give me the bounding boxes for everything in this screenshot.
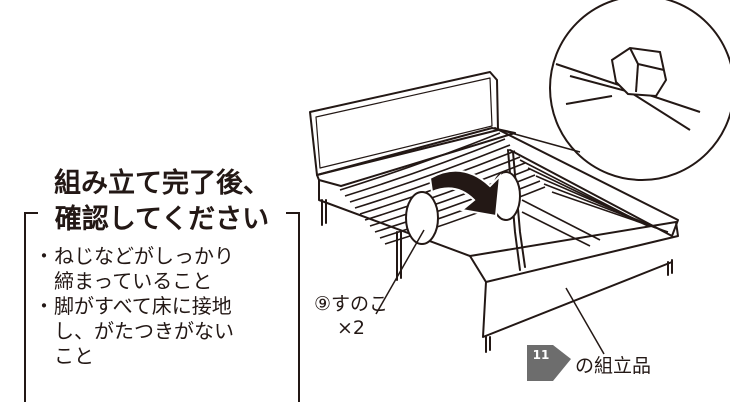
step-number: 11 xyxy=(532,348,550,362)
left-side-rail xyxy=(316,127,516,187)
slats xyxy=(339,132,669,247)
rotation-arrow xyxy=(428,169,502,218)
checklist-title-line2: 確認してください xyxy=(54,204,270,235)
checklist: ・ ねじなどがしっかり 締まっていること ・ 脚がすべて床に接地 し、がたつきが… xyxy=(34,244,294,369)
right-side-rail xyxy=(494,127,679,237)
magnified-joint xyxy=(555,46,701,131)
checklist-item-line: こと xyxy=(54,344,94,368)
checklist-item-line: し、がたつきがない xyxy=(54,319,234,343)
slats-callout-label: ⑨すのこ xyxy=(313,293,389,315)
checklist-item: ・ ねじなどがしっかり 締まっていること xyxy=(34,244,294,294)
bullet: ・ xyxy=(34,294,54,318)
headboard xyxy=(309,71,499,176)
slats-callout: ⑨すのこ ×2 xyxy=(306,292,396,340)
bullet: ・ xyxy=(34,244,54,268)
assembly-callout-label: の組立品 xyxy=(575,355,652,377)
leg-back-left xyxy=(321,199,327,226)
slats-leader xyxy=(375,229,425,315)
checklist-frame xyxy=(24,212,300,402)
checklist-title: 組み立て完了後、 確認してください xyxy=(12,166,312,238)
headboard-inner xyxy=(315,77,493,169)
checklist-item-line: 脚がすべて床に接地 xyxy=(54,294,232,318)
footboard xyxy=(469,221,679,338)
assembly-leader xyxy=(565,287,605,355)
checklist-item-line: 締まっていること xyxy=(54,269,213,293)
checklist-item: ・ 脚がすべて床に接地 し、がたつきがない こと xyxy=(34,294,294,369)
slats-callout-quantity: ×2 xyxy=(336,317,365,339)
leg-front-left xyxy=(485,336,491,353)
leg-front-right xyxy=(667,259,673,276)
checklist-item-line: ねじなどがしっかり xyxy=(54,244,234,268)
step-badge xyxy=(527,345,571,381)
checklist-title-line1: 組み立て完了後、 xyxy=(54,168,270,199)
